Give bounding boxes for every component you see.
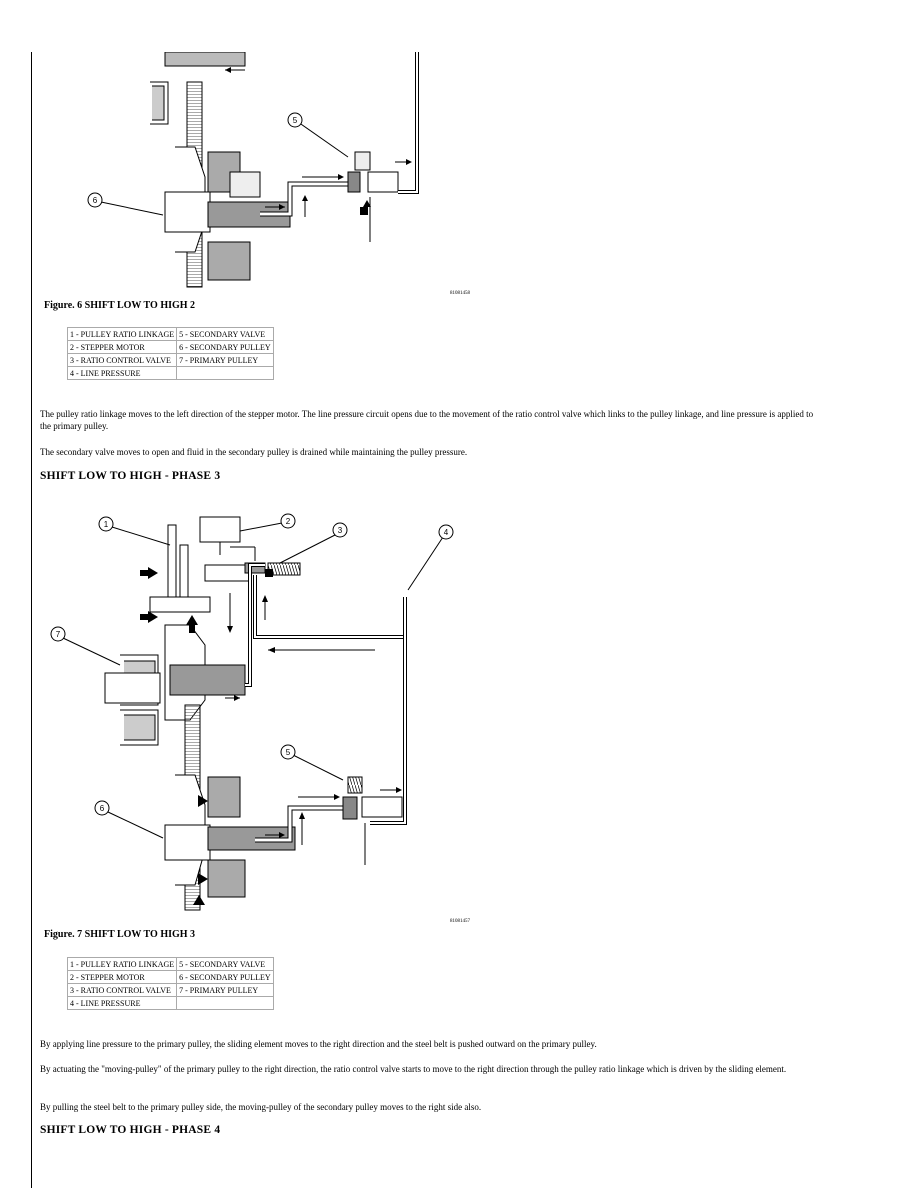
legend-cell: 6 - SECONDARY PULLEY <box>176 340 274 354</box>
callout-4: 4 <box>444 528 449 537</box>
paragraph: By actuating the "moving-pulley" of the … <box>40 1064 787 1074</box>
figure-7-legend-table: 1 - PULLEY RATIO LINKAGE 5 - SECONDARY V… <box>66 957 274 1010</box>
callout-7: 7 <box>56 630 61 639</box>
callout-3: 3 <box>338 526 343 535</box>
table-row: 2 - STEPPER MOTOR 6 - SECONDARY PULLEY <box>66 970 274 984</box>
paragraph: The secondary valve moves to open and fl… <box>40 447 468 457</box>
table-row: 3 - RATIO CONTROL VALVE 7 - PRIMARY PULL… <box>66 983 274 997</box>
figure-7-diagram: 1 2 3 4 7 5 6 <box>40 505 470 915</box>
figure-6-diagram: 5 6 <box>80 52 440 292</box>
callout-6: 6 <box>100 804 105 813</box>
section-heading-phase-4: SHIFT LOW TO HIGH - PHASE 4 <box>40 1124 221 1136</box>
legend-cell <box>176 996 274 1010</box>
callout-5: 5 <box>286 748 291 757</box>
page-left-rule <box>31 52 32 1188</box>
callout-2: 2 <box>286 517 291 526</box>
paragraph: The pulley ratio linkage moves to the le… <box>40 409 814 431</box>
legend-cell: 7 - PRIMARY PULLEY <box>176 983 274 997</box>
figure-7-code: 81081457 <box>450 919 470 924</box>
table-row: 4 - LINE PRESSURE <box>66 996 274 1010</box>
callout-1: 1 <box>104 520 109 529</box>
table-row: 1 - PULLEY RATIO LINKAGE 5 - SECONDARY V… <box>66 957 274 971</box>
legend-cell: 2 - STEPPER MOTOR <box>66 340 178 354</box>
callout-6: 6 <box>93 196 98 205</box>
legend-cell: 2 - STEPPER MOTOR <box>66 970 178 984</box>
legend-cell: 1 - PULLEY RATIO LINKAGE <box>66 957 178 971</box>
legend-cell: 3 - RATIO CONTROL VALVE <box>66 353 178 367</box>
paragraph: By applying line pressure to the primary… <box>40 1039 597 1049</box>
legend-cell <box>176 366 274 380</box>
legend-cell: 7 - PRIMARY PULLEY <box>176 353 274 367</box>
figure-6-code: 81081458 <box>450 291 470 296</box>
table-row: 2 - STEPPER MOTOR 6 - SECONDARY PULLEY <box>66 340 274 354</box>
figure-6-caption: Figure. 6 SHIFT LOW TO HIGH 2 <box>44 300 196 311</box>
figure-6-legend-table: 1 - PULLEY RATIO LINKAGE 5 - SECONDARY V… <box>66 327 274 380</box>
legend-cell: 5 - SECONDARY VALVE <box>176 327 274 341</box>
legend-cell: 1 - PULLEY RATIO LINKAGE <box>66 327 178 341</box>
paragraph: By pulling the steel belt to the primary… <box>40 1102 482 1112</box>
callout-5: 5 <box>293 116 298 125</box>
legend-cell: 3 - RATIO CONTROL VALVE <box>66 983 178 997</box>
legend-cell: 6 - SECONDARY PULLEY <box>176 970 274 984</box>
legend-cell: 4 - LINE PRESSURE <box>66 996 178 1010</box>
figure-7-caption: Figure. 7 SHIFT LOW TO HIGH 3 <box>44 929 196 940</box>
table-row: 3 - RATIO CONTROL VALVE 7 - PRIMARY PULL… <box>66 353 274 367</box>
table-row: 4 - LINE PRESSURE <box>66 366 274 380</box>
legend-cell: 5 - SECONDARY VALVE <box>176 957 274 971</box>
section-heading-phase-3: SHIFT LOW TO HIGH - PHASE 3 <box>40 470 221 482</box>
legend-cell: 4 - LINE PRESSURE <box>66 366 178 380</box>
table-row: 1 - PULLEY RATIO LINKAGE 5 - SECONDARY V… <box>66 327 274 341</box>
